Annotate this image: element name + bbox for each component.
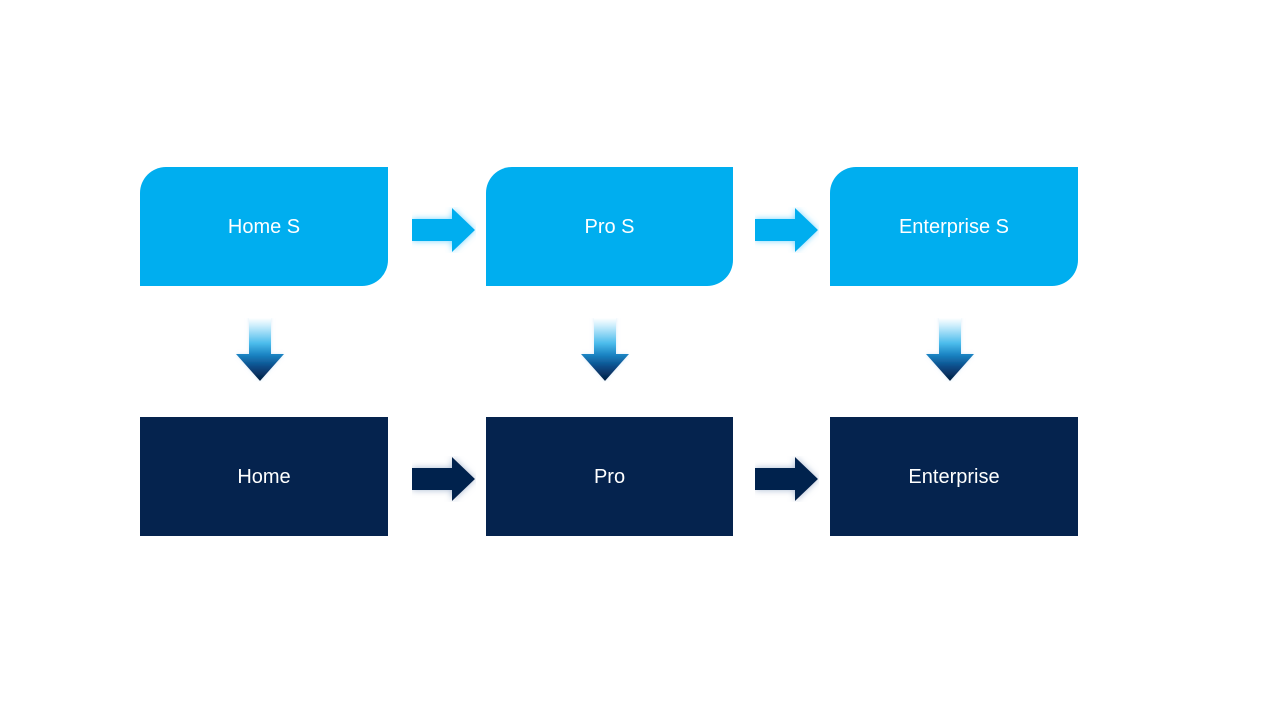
box-home-s-label: Home S: [227, 215, 301, 238]
box-enterprise-s-label: Enterprise S: [898, 215, 1010, 238]
right-arrow-icon: [755, 457, 818, 501]
down-arrow-icon: [581, 318, 629, 381]
box-home: Home: [140, 417, 388, 536]
box-pro-s: Pro S: [486, 167, 733, 286]
box-pro-s-label: Pro S: [584, 215, 635, 238]
box-home-label: Home: [237, 465, 291, 488]
box-pro-label: Pro: [593, 465, 626, 488]
right-arrow-icon: [412, 208, 475, 252]
down-arrow-icon: [236, 318, 284, 381]
right-arrow-icon: [412, 457, 475, 501]
box-pro: Pro: [486, 417, 733, 536]
down-arrow-icon: [926, 318, 974, 381]
box-enterprise-label: Enterprise: [908, 465, 1000, 488]
box-home-s: Home S: [140, 167, 388, 286]
box-enterprise-s: Enterprise S: [830, 167, 1078, 286]
box-enterprise: Enterprise: [830, 417, 1078, 536]
right-arrow-icon: [755, 208, 818, 252]
